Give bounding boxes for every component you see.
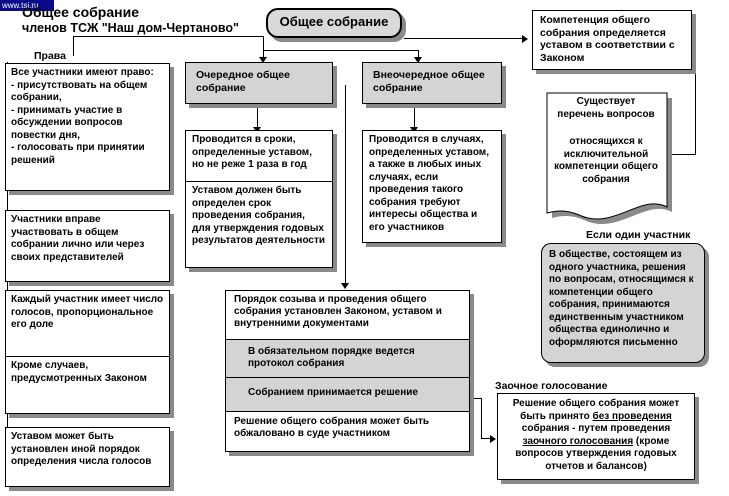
all-participants-rights-box: Все участники имеют право: - присутствов… (5, 63, 170, 191)
regular-meeting-charter-text: Уставом должен быть определен срок прове… (186, 181, 332, 251)
connector (263, 50, 418, 51)
page-title: Общее собрание (22, 4, 139, 20)
absentee-text-3: собрания - путем проведения (521, 423, 671, 434)
rights-label: Права (34, 50, 66, 62)
watermark: www.tsj.ru (0, 0, 54, 11)
extraordinary-meeting-details-box: Проводится в случаях, определенных устав… (362, 130, 502, 243)
single-participant-box: В обществе, состоящем из одного участник… (541, 243, 705, 363)
connector (345, 85, 346, 285)
connector (481, 438, 491, 439)
connector (263, 36, 264, 50)
center-node-general-meeting: Общее собрание (266, 8, 402, 38)
regular-meeting-details-box: Проводится в сроки, определенные уставом… (185, 130, 333, 268)
decision-row: Собранием принимается решение (226, 377, 469, 411)
arrowhead (522, 35, 528, 43)
absentee-text-1: Решение общего собрания может быть приня… (512, 398, 680, 422)
connector (73, 36, 74, 56)
list-doc-line2: относящихся к исключительной компетенции… (554, 136, 658, 185)
connector (73, 36, 263, 37)
absentee-voting-label: Заочное голосование (495, 380, 608, 392)
votes-text: Каждый участник имеет число голосов, про… (11, 294, 164, 330)
regular-meeting-when-text: Проводится в сроки, определенные уставом… (192, 134, 312, 170)
appeal-row: Решение общего собрания может быть обжал… (226, 411, 469, 451)
connector (418, 50, 419, 60)
arrowhead (259, 57, 267, 63)
connector (404, 38, 524, 39)
exclusive-competence-list: Существует перечень вопросов относящихся… (546, 92, 672, 225)
protocol-row: В обязательном порядке ведется протокол … (226, 339, 469, 377)
votes-box: Каждый участник имеет число голосов, про… (5, 290, 170, 414)
document-shape (546, 92, 672, 225)
absentee-text-4: заочного голосования (522, 435, 634, 447)
extraordinary-meeting-box: Внеочередное общее собрание (362, 62, 502, 104)
arrowhead (341, 283, 349, 289)
single-participant-label: Если один участник (586, 229, 691, 241)
list-doc-line1: Существует перечень вопросов (557, 96, 655, 120)
charter-vote-order-box: Уставом может быть установлен иной поряд… (5, 427, 170, 487)
connector (481, 398, 482, 438)
absentee-text-2: без проведения (592, 410, 672, 422)
connector (474, 398, 481, 399)
connector (257, 106, 258, 129)
page-subtitle: членов ТСЖ "Наш дом-Чертаново" (22, 21, 239, 35)
connector (414, 106, 415, 129)
absentee-text-5: (кроме вопросов утверждения годовых отче… (515, 435, 677, 472)
arrowhead (490, 435, 496, 443)
participation-box: Участники вправе участвовать в общем соб… (5, 210, 170, 282)
absentee-voting-box: Решение общего собрания может быть приня… (497, 393, 695, 480)
competence-box: Компетенция общего собрания определяется… (532, 10, 692, 70)
arrowhead (414, 57, 422, 63)
connector (263, 50, 264, 60)
votes-exception-text: Кроме случаев, предусмотренных Законом (6, 356, 169, 388)
regular-meeting-box: Очередное общее собрание (185, 62, 333, 104)
procedure-header: Порядок созыва и проведения общего собра… (234, 294, 442, 329)
procedure-box: Порядок созыва и проведения общего собра… (225, 290, 470, 452)
connector (650, 154, 696, 155)
connector (695, 74, 696, 154)
